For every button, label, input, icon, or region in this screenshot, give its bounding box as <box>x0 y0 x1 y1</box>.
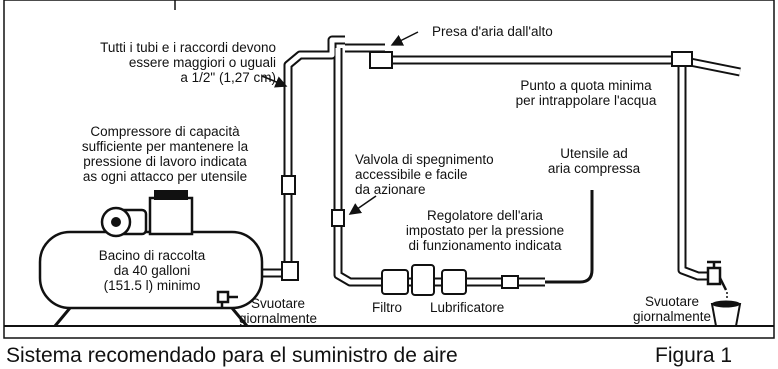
tool-hose <box>545 190 594 284</box>
shutoff-valve-body <box>331 209 345 227</box>
right-drain-note: Svuotare giornalmente <box>632 294 712 324</box>
compressor-note: Compressore di capacità sufficiente per … <box>81 124 249 184</box>
fittings <box>281 51 693 296</box>
filter-label: Filtro <box>372 300 402 315</box>
air-intake-tee <box>369 51 393 69</box>
low-point-note: Punto a quota minima per intrappolare l'… <box>515 78 657 108</box>
air-intake-label: Presa d'aria dall'alto <box>432 24 553 39</box>
regulator-note: Regolatore dell'aria impostato per la pr… <box>405 208 565 253</box>
caption-title: Sistema recomendado para el suministro d… <box>6 344 458 367</box>
outlet-elbow <box>281 261 299 281</box>
hose-coupler <box>501 275 519 289</box>
shutoff-valve-note: Valvola di spegnimento accessibile e fac… <box>355 152 494 197</box>
drain-bucket <box>710 292 742 327</box>
fittings-leader <box>261 75 288 88</box>
lubricator-unit <box>441 269 467 295</box>
figure-caption: Sistema recomendado para el suministro d… <box>0 340 778 369</box>
air-intake-leader <box>390 31 419 46</box>
fittings-note: Tutti i tubi e i raccordi devono essere … <box>100 40 276 85</box>
tank-note: Bacino di raccolta da 40 galloni (151.5 … <box>98 248 206 293</box>
right-drain-valve <box>706 260 728 291</box>
air-supply-diagram <box>3 0 775 339</box>
compressor-unit <box>100 190 194 238</box>
figure-number: Figura 1 <box>655 344 733 367</box>
regulator-unit <box>411 264 435 296</box>
lubricator-label: Lubrificatore <box>430 300 505 315</box>
low-point-tee <box>671 51 693 67</box>
left-drain-note: Svuotare giornalmente <box>238 296 318 326</box>
union-fitting <box>281 175 296 195</box>
shutoff-valve-leader <box>348 195 377 215</box>
air-tool-note: Utensile ad aria compressa <box>547 146 641 176</box>
filter-unit <box>381 269 409 295</box>
left-drain-valve <box>216 290 238 308</box>
